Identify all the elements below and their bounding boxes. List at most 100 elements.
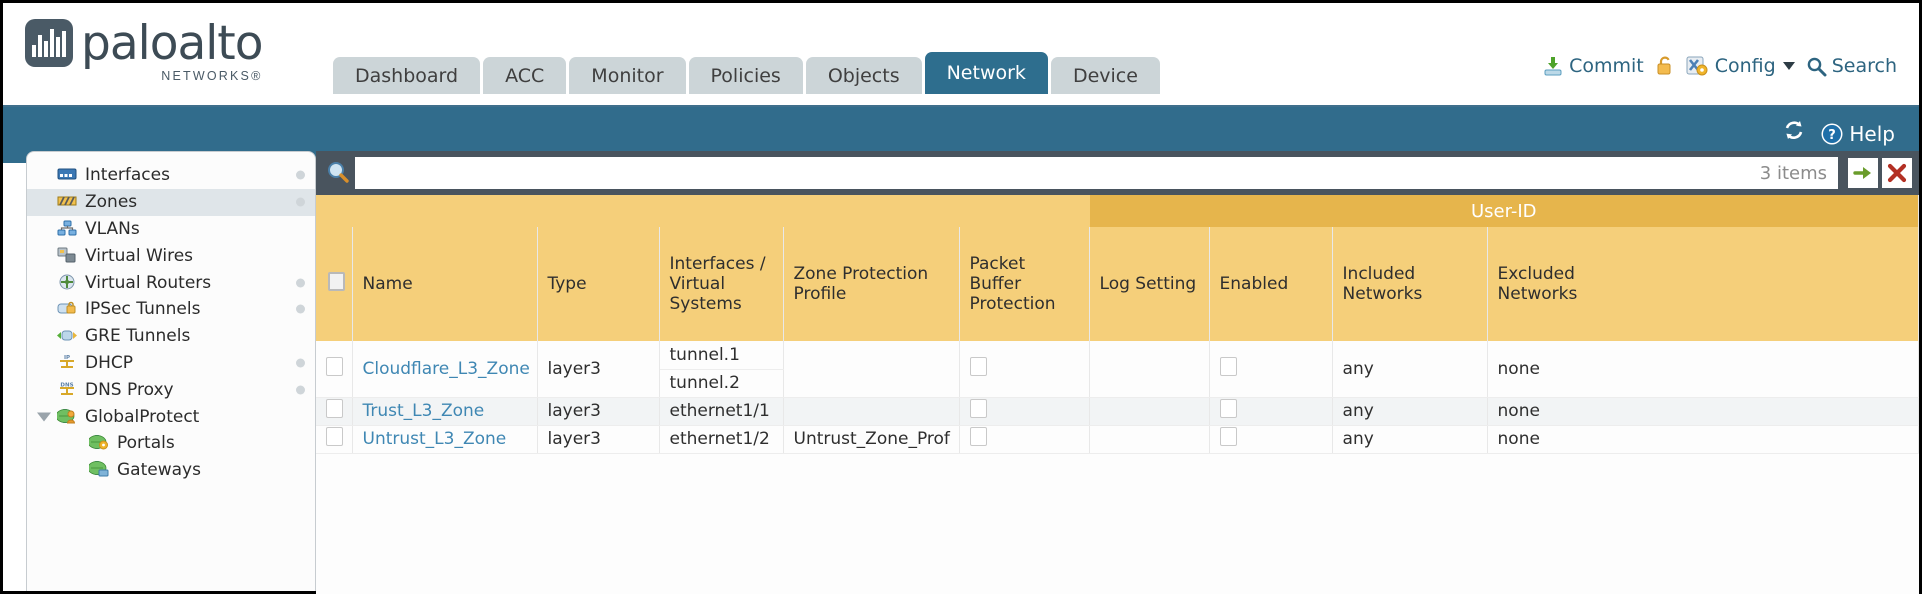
main-nav-tabs: Dashboard ACC Monitor Policies Objects N…: [333, 52, 1163, 94]
tab-dashboard[interactable]: Dashboard: [333, 57, 481, 94]
cell-packet-buffer-protection[interactable]: [959, 425, 1090, 454]
tab-device[interactable]: Device: [1050, 57, 1160, 94]
group-header-user-id: User-ID: [1089, 195, 1919, 227]
col-header-enabled[interactable]: Enabled: [1209, 227, 1333, 341]
select-all-checkbox[interactable]: [328, 272, 345, 291]
zones-table-wrap: User-ID Name Type Interfaces / Virtual S…: [316, 195, 1919, 594]
sidebar-item-label: Portals: [117, 433, 175, 454]
packet-buffer-checkbox[interactable]: [969, 427, 987, 446]
sidebar-item-portals[interactable]: Portals: [27, 430, 315, 457]
cell-packet-buffer-protection[interactable]: [959, 341, 1090, 398]
col-header-zone-protection-profile[interactable]: Zone Protection Profile: [783, 227, 960, 341]
col-header-name[interactable]: Name: [352, 227, 538, 341]
sidebar-item-dhcp[interactable]: IP DHCP: [27, 350, 315, 377]
paloalto-logo: paloalto NETWORKS®: [25, 16, 263, 83]
sidebar-item-interfaces[interactable]: Interfaces: [27, 162, 315, 189]
virtual-wires-icon: [57, 247, 77, 265]
search-button[interactable]: Search: [1806, 55, 1897, 77]
col-header-packet-buffer-protection[interactable]: Packet Buffer Protection: [959, 227, 1090, 341]
sidebar-item-label: Interfaces: [85, 165, 170, 186]
sidebar-item-label: Virtual Routers: [85, 272, 212, 293]
apply-filter-button[interactable]: [1848, 158, 1878, 188]
tab-monitor[interactable]: Monitor: [569, 57, 686, 94]
sidebar-item-label: Gateways: [117, 460, 201, 481]
cell-interface: tunnel.2: [659, 369, 784, 398]
col-header-included-networks[interactable]: Included Networks: [1332, 227, 1488, 341]
tab-network[interactable]: Network: [924, 52, 1048, 94]
sidebar-item-vlans[interactable]: VLANs: [27, 216, 315, 243]
cell-log-setting: [1089, 341, 1210, 398]
row-checkbox[interactable]: [326, 399, 343, 418]
col-header-log-setting[interactable]: Log Setting: [1089, 227, 1210, 341]
col-header-line: Interfaces /: [669, 254, 766, 274]
cell-enabled[interactable]: [1209, 341, 1333, 398]
clear-filter-button[interactable]: [1882, 158, 1912, 188]
tab-policies[interactable]: Policies: [688, 57, 803, 94]
cell-name[interactable]: Untrust_L3_Zone: [352, 425, 538, 454]
cell-packet-buffer-protection[interactable]: [959, 397, 1090, 426]
sidebar-item-ipsec-tunnels[interactable]: IPSec Tunnels: [27, 296, 315, 323]
col-header-line: Networks: [1497, 284, 1578, 304]
tab-acc[interactable]: ACC: [483, 57, 567, 94]
packet-buffer-checkbox[interactable]: [969, 356, 987, 376]
refresh-button[interactable]: [1782, 119, 1806, 149]
config-icon: [1686, 56, 1708, 76]
col-header-line: Networks: [1342, 284, 1423, 304]
table-row[interactable]: Untrust_L3_Zone layer3 ethernet1/2 Untru…: [316, 425, 1919, 454]
cell-name[interactable]: Cloudflare_L3_Zone: [352, 341, 538, 398]
zone-link[interactable]: Cloudflare_L3_Zone: [362, 358, 530, 379]
sidebar-item-virtual-routers[interactable]: Virtual Routers: [27, 269, 315, 296]
row-select-cell[interactable]: [316, 397, 353, 426]
interfaces-icon: [57, 166, 77, 184]
sidebar-item-dns-proxy[interactable]: DNS DNS Proxy: [27, 376, 315, 403]
help-button[interactable]: ? Help: [1820, 122, 1895, 146]
sidebar-item-gateways[interactable]: Gateways: [27, 457, 315, 484]
row-select-cell[interactable]: [316, 341, 353, 398]
sidebar-item-gre-tunnels[interactable]: GRE Tunnels: [27, 323, 315, 350]
select-all-header[interactable]: [316, 227, 353, 341]
table-row[interactable]: Cloudflare_L3_Zone layer3 tunnel.1 any: [316, 341, 1919, 398]
col-header-line: Protection: [969, 294, 1056, 314]
magnifier-icon[interactable]: [323, 158, 353, 188]
vlans-icon: [57, 220, 77, 238]
cell-excluded-networks: none: [1487, 397, 1919, 426]
sidebar-item-virtual-wires[interactable]: Virtual Wires: [27, 242, 315, 269]
sidebar-item-globalprotect[interactable]: GlobalProtect: [27, 403, 315, 430]
col-header-type[interactable]: Type: [537, 227, 660, 341]
table-row[interactable]: Trust_L3_Zone layer3 ethernet1/1 any: [316, 397, 1919, 426]
refresh-icon: [1786, 121, 1803, 139]
col-header-excluded-networks[interactable]: Excluded Networks: [1487, 227, 1919, 341]
zones-content-panel: 3 items: [316, 151, 1919, 594]
sidebar-item-label: Virtual Wires: [85, 245, 194, 266]
lock-button[interactable]: [1655, 55, 1675, 77]
row-select-cell[interactable]: [316, 425, 353, 454]
cell-zone-protection-profile: Untrust_Zone_Prof: [783, 425, 960, 454]
logo-mark-icon: [25, 19, 73, 67]
row-checkbox[interactable]: [326, 427, 343, 446]
cell-enabled[interactable]: [1209, 397, 1333, 426]
enabled-checkbox[interactable]: [1219, 399, 1237, 418]
status-dot: [296, 170, 305, 180]
sidebar-item-zones[interactable]: Zones: [27, 188, 315, 216]
sidebar-item-label: DNS Proxy: [85, 379, 174, 400]
search-input[interactable]: 3 items: [355, 157, 1838, 189]
cell-enabled[interactable]: [1209, 425, 1333, 454]
brand-name: paloalto: [81, 16, 263, 71]
packet-buffer-checkbox[interactable]: [969, 399, 987, 418]
zone-link[interactable]: Untrust_L3_Zone: [362, 429, 507, 449]
enabled-checkbox[interactable]: [1219, 427, 1237, 446]
enabled-checkbox[interactable]: [1219, 356, 1237, 376]
col-header-interfaces[interactable]: Interfaces / Virtual Systems: [659, 227, 784, 341]
row-checkbox[interactable]: [326, 356, 343, 376]
chevron-down-icon: [1782, 62, 1795, 70]
cell-name[interactable]: Trust_L3_Zone: [352, 397, 538, 426]
table-row-continuation[interactable]: tunnel.2: [316, 369, 1919, 398]
cell-type: layer3: [537, 425, 660, 454]
col-header-line: Systems: [669, 294, 742, 314]
chevron-down-icon[interactable]: [37, 412, 51, 422]
tab-objects[interactable]: Objects: [805, 57, 922, 94]
svg-text:IP: IP: [64, 355, 70, 361]
config-menu[interactable]: Config: [1686, 55, 1795, 77]
zone-link[interactable]: Trust_L3_Zone: [362, 401, 485, 421]
commit-button[interactable]: Commit: [1542, 55, 1644, 77]
